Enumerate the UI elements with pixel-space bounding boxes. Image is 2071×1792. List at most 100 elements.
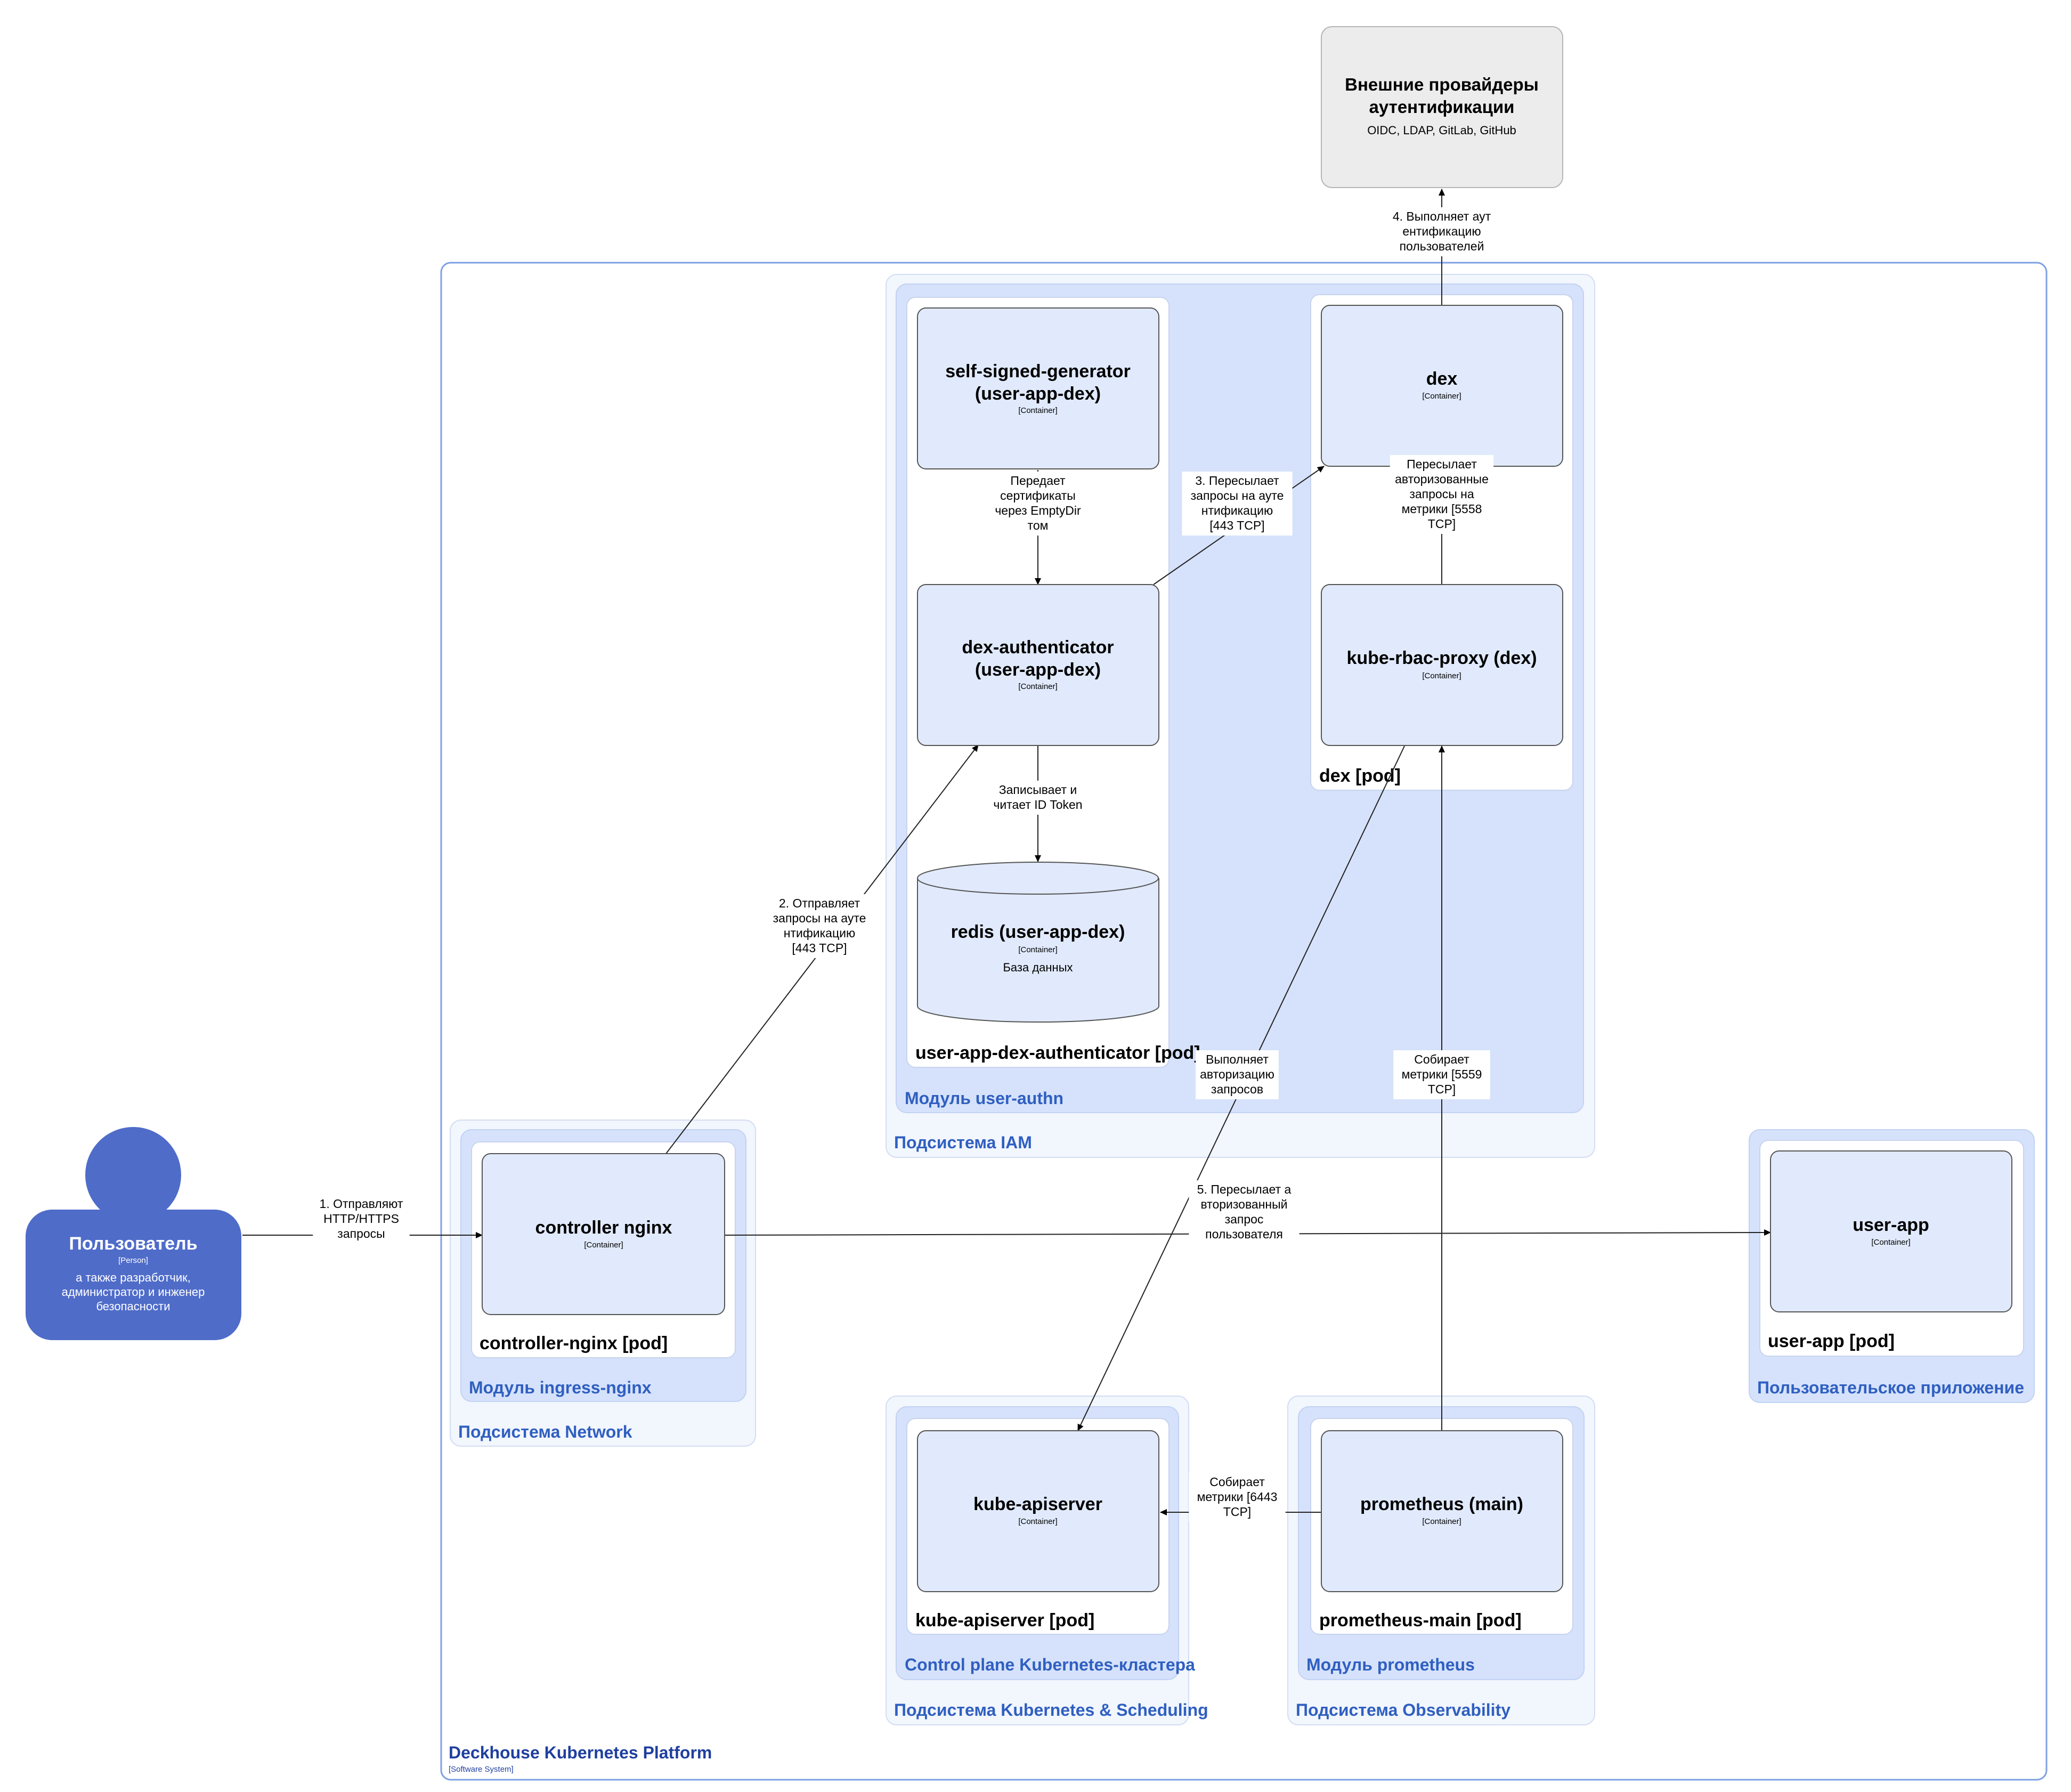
- network-subsystem-label: Подсистема Network: [458, 1422, 632, 1441]
- edge-label-line: метрики [5558: [1402, 502, 1482, 516]
- edge-label-line: Передает: [1010, 474, 1066, 488]
- dex-container[interactable]: dex [Container]: [1321, 305, 1563, 467]
- redis-database[interactable]: redis (user-app-dex) [Container] База да…: [917, 862, 1159, 1023]
- edge-label-e5: 5. Пересылает авторизованныйзапроспользо…: [1189, 1180, 1300, 1244]
- self-signed-tag: [Container]: [1018, 406, 1057, 415]
- control-plane-module-label: Control plane Kubernetes-кластера: [905, 1655, 1195, 1674]
- edge-label-line: TCP]: [1428, 517, 1456, 531]
- controller-nginx-tag: [Container]: [584, 1240, 623, 1250]
- kube-apiserver-tag: [Container]: [1018, 1517, 1057, 1526]
- person-desc-line3: безопасности: [96, 1300, 170, 1313]
- person-desc-line2: администратор и инженер: [62, 1285, 205, 1299]
- edge-label-line: через EmptyDir: [995, 504, 1081, 517]
- user-person[interactable]: Пользователь [Person] а также разработчи…: [26, 1127, 241, 1340]
- dex-authenticator-container[interactable]: dex-authenticator (user-app-dex) [Contai…: [917, 584, 1159, 746]
- system-tag: [Software System]: [449, 1765, 514, 1774]
- redis-title: redis (user-app-dex): [951, 922, 1125, 942]
- kube-rbac-proxy-tag: [Container]: [1422, 671, 1461, 680]
- self-signed-title-line1: self-signed-generator: [945, 361, 1131, 382]
- system-title: Deckhouse Kubernetes Platform: [449, 1743, 712, 1762]
- prometheus-module-label: Модуль prometheus: [1306, 1655, 1475, 1674]
- person-head-icon: [85, 1127, 181, 1223]
- redis-desc: База данных: [1003, 961, 1073, 974]
- edge-label-line: Записывает и: [999, 783, 1077, 797]
- controller-nginx-container[interactable]: controller nginx [Container]: [482, 1153, 725, 1315]
- dex-authenticator-title-line1: dex-authenticator: [962, 637, 1114, 658]
- edge-label-line: Собирает: [1209, 1475, 1265, 1489]
- dex-authenticator-title-line2: (user-app-dex): [975, 660, 1101, 680]
- edge-label-line: ентификацию: [1402, 224, 1481, 238]
- external-desc: OIDC, LDAP, GitLab, GitHub: [1367, 124, 1516, 137]
- edge-label-line: запросы на ауте: [773, 911, 866, 925]
- self-signed-title-line2: (user-app-dex): [975, 384, 1101, 404]
- user-authn-module-label: Модуль user-authn: [905, 1089, 1063, 1108]
- person-title: Пользователь: [69, 1234, 197, 1254]
- edge-label-line: Выполняет: [1206, 1052, 1269, 1066]
- external-title-line1: Внешние провайдеры: [1345, 75, 1539, 94]
- edge-label-line: пользователей: [1400, 239, 1484, 253]
- edge-label-line: запрос: [1225, 1212, 1264, 1226]
- kube-apiserver-container[interactable]: kube-apiserver [Container]: [917, 1430, 1159, 1592]
- kube-rbac-proxy-title: kube-rbac-proxy (dex): [1346, 648, 1537, 668]
- redis-tag: [Container]: [1018, 945, 1057, 954]
- edge-label-line: [443 TCP]: [1209, 518, 1264, 532]
- edge-label-line: пользователя: [1205, 1227, 1283, 1241]
- person-tag: [Person]: [118, 1256, 148, 1265]
- edge-label-line: 4. Выполняет аут: [1393, 209, 1491, 223]
- edge-label-line: метрики [6443: [1197, 1490, 1278, 1504]
- ingress-nginx-module-label: Модуль ingress-nginx: [469, 1378, 652, 1397]
- controller-nginx-pod-label: controller-nginx [pod]: [480, 1333, 668, 1353]
- edge-label-line: метрики [5559: [1402, 1067, 1482, 1081]
- dex-authenticator-tag: [Container]: [1018, 682, 1057, 691]
- kube-apiserver-title: kube-apiserver: [973, 1494, 1102, 1514]
- edge-label-line: запросы на ауте: [1191, 489, 1284, 502]
- edge-label-line: HTTP/HTTPS: [323, 1212, 399, 1226]
- edge-label-line: 3. Пересылает: [1195, 474, 1279, 488]
- external-providers-box[interactable]: Внешние провайдеры аутентификации OIDC, …: [1321, 26, 1563, 188]
- external-title-line2: аутентификации: [1369, 97, 1515, 117]
- edge-label-line: [443 TCP]: [792, 941, 847, 955]
- person-desc-line1: а также разработчик,: [76, 1271, 191, 1284]
- edge-label-line: Пересылает: [1407, 457, 1477, 471]
- edge-label-line: том: [1028, 518, 1049, 532]
- kube-apiserver-pod-label: kube-apiserver [pod]: [915, 1610, 1094, 1631]
- prometheus-tag: [Container]: [1422, 1517, 1461, 1526]
- edge-label-line: нтификацию: [1201, 504, 1273, 517]
- edge-label-line: запросов: [1211, 1082, 1263, 1096]
- observability-subsystem-label: Подсистема Observability: [1296, 1700, 1510, 1720]
- dex-authenticator-pod-label: user-app-dex-authenticator [pod]: [915, 1043, 1200, 1063]
- edge-label-line: 1. Отправляют: [320, 1197, 403, 1211]
- kube-rbac-proxy-container[interactable]: kube-rbac-proxy (dex) [Container]: [1321, 584, 1563, 746]
- edge-label-line: запросы: [337, 1227, 385, 1240]
- user-app-title: user-app: [1853, 1215, 1929, 1235]
- kubernetes-subsystem-label: Подсистема Kubernetes & Scheduling: [894, 1700, 1208, 1720]
- self-signed-generator-container[interactable]: self-signed-generator (user-app-dex) [Co…: [917, 307, 1159, 469]
- edge-label-line: 2. Отправляет: [779, 896, 860, 910]
- edge-label-line: TCP]: [1428, 1082, 1456, 1096]
- edge-label-line: авторизованные: [1395, 472, 1489, 486]
- edge-label-line: Собирает: [1414, 1052, 1469, 1066]
- dex-tag: [Container]: [1422, 392, 1461, 401]
- edge-label-line: 5. Пересылает а: [1197, 1182, 1292, 1196]
- user-app-pod-label: user-app [pod]: [1768, 1331, 1895, 1351]
- prometheus-main-pod-label: prometheus-main [pod]: [1319, 1610, 1522, 1631]
- edge-label-line: читает ID Token: [993, 798, 1082, 812]
- edge-label-line: запросы на: [1409, 487, 1474, 501]
- user-app-container[interactable]: user-app [Container]: [1770, 1150, 2012, 1312]
- edge-label-line: нтификацию: [784, 926, 856, 940]
- controller-nginx-title: controller nginx: [535, 1218, 672, 1238]
- prometheus-container[interactable]: prometheus (main) [Container]: [1321, 1430, 1563, 1592]
- edge-label-line: сертификаты: [1000, 489, 1076, 502]
